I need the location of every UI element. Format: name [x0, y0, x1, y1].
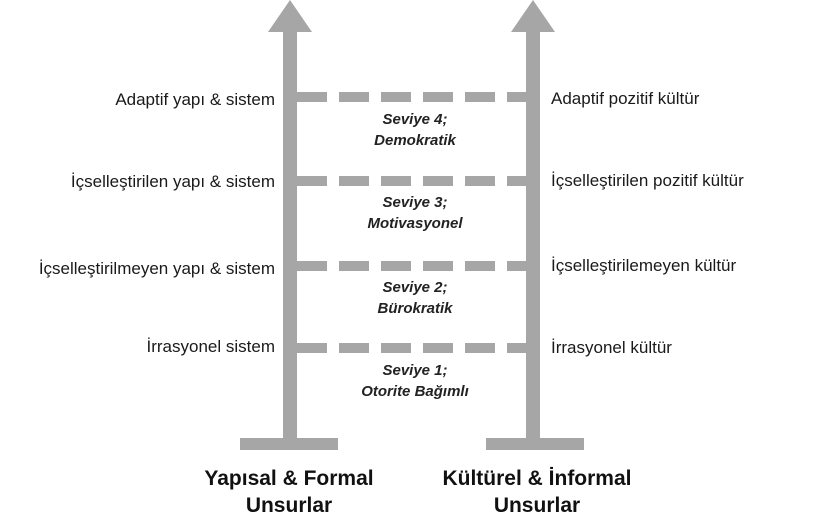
left-label-adaptive: Adaptif yapı & sistem	[115, 90, 275, 109]
right-label-internalized: İçselleştirilen pozitif kültür	[551, 171, 744, 190]
level-4-name: Demokratik	[374, 132, 456, 149]
left-column-title-line1: Yapısal & Formal	[204, 467, 374, 490]
level-1-name: Otorite Bağımlı	[361, 383, 469, 400]
left-column-title-line2: Unsurlar	[245, 494, 333, 517]
right-column-title-line1: Kültürel & İnformal	[442, 467, 632, 490]
left-pillar	[283, 30, 297, 446]
level-2-label: Seviye 2; Bürokratik	[310, 277, 520, 319]
right-base	[486, 438, 584, 450]
left-label-irrational: İrrasyonel sistem	[146, 337, 275, 356]
level-3-number: Seviye 3;	[382, 194, 448, 211]
right-arrow-head	[511, 0, 555, 32]
level-2-name: Bürokratik	[377, 300, 453, 317]
level-1-number: Seviye 1;	[382, 362, 448, 379]
level-4-label: Seviye 4; Demokratik	[310, 109, 520, 151]
right-column-title: Kültürel & İnformal Unsurlar	[407, 465, 667, 519]
level-3-name: Motivasyonel	[367, 215, 463, 232]
right-label-adaptive: Adaptif pozitif kültür	[551, 89, 700, 108]
left-column-title: Yapısal & Formal Unsurlar	[159, 465, 419, 519]
right-label-not-internalized: İçselleştirilemeyen kültür	[551, 256, 737, 275]
right-label-irrational: İrrasyonel kültür	[551, 338, 672, 357]
level-3-label: Seviye 3; Motivasyonel	[310, 192, 520, 234]
left-label-not-internalized: İçselleştirilmeyen yapı & sistem	[38, 259, 275, 278]
right-column-title-line2: Unsurlar	[493, 494, 581, 517]
level-2-number: Seviye 2;	[382, 279, 448, 296]
left-arrow-head	[268, 0, 312, 32]
level-1-label: Seviye 1; Otorite Bağımlı	[310, 360, 520, 402]
level-4-number: Seviye 4;	[382, 111, 448, 128]
right-pillar	[526, 30, 540, 446]
left-base	[240, 438, 338, 450]
left-label-internalized: İçselleştirilen yapı & sistem	[70, 172, 275, 191]
